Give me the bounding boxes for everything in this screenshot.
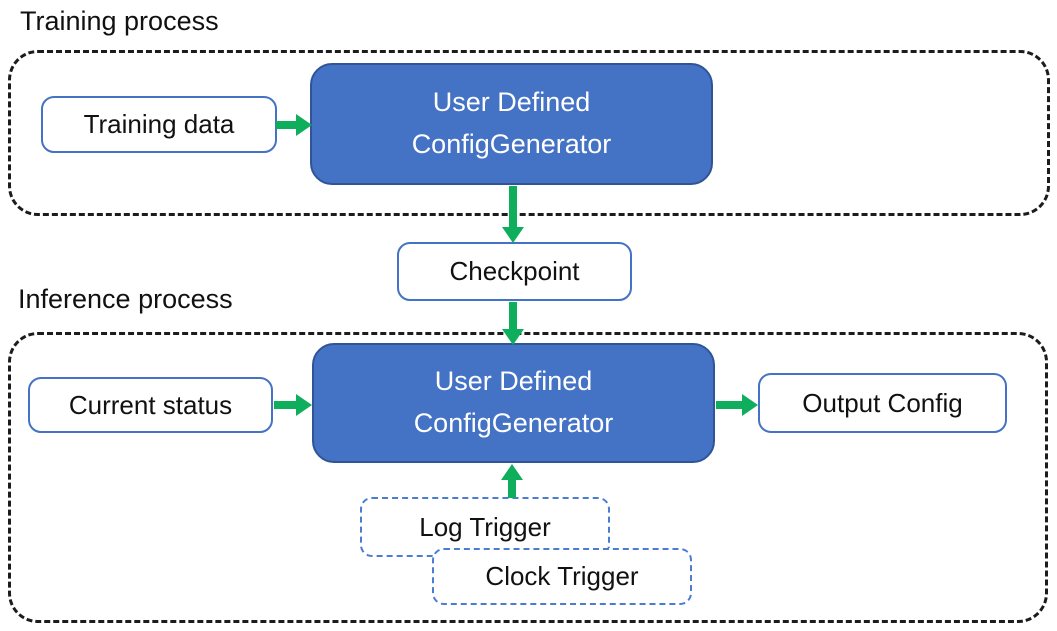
log-trigger-box: Log Trigger xyxy=(360,497,610,557)
training-generator-line1: User Defined xyxy=(432,87,591,118)
arrow-head-icon xyxy=(742,394,758,416)
arrow-head-icon xyxy=(502,329,524,345)
arrow-shaft xyxy=(716,401,743,409)
arrow-head-icon xyxy=(501,464,523,480)
arrow-head-icon xyxy=(296,394,312,416)
arrow-generator-to-checkpoint xyxy=(502,186,524,243)
arrow-head-icon xyxy=(296,114,312,136)
inference-generator-line2: ConfigGenerator xyxy=(413,408,614,438)
arrow-shaft xyxy=(274,401,297,409)
arrow-current-status-to-generator xyxy=(274,394,312,416)
arrow-head-icon xyxy=(502,227,524,243)
inference-process-label: Inference process xyxy=(18,284,233,314)
inference-process-container xyxy=(8,332,1048,623)
current-status-box: Current status xyxy=(28,377,273,433)
output-config-box: Output Config xyxy=(758,373,1007,433)
training-data-box: Training data xyxy=(41,96,277,153)
clock-trigger-box: Clock Trigger xyxy=(432,548,692,605)
arrow-training-data-to-generator xyxy=(276,114,312,136)
training-process-container xyxy=(8,50,1050,216)
inference-generator-line1: User Defined xyxy=(434,366,593,397)
checkpoint-box: Checkpoint xyxy=(397,242,632,301)
arrow-shaft xyxy=(508,479,516,498)
arrow-shaft xyxy=(509,186,517,228)
training-process-label: Training process xyxy=(20,6,219,36)
arrow-shaft xyxy=(509,302,517,330)
training-generator-line2: ConfigGenerator xyxy=(411,129,612,159)
arrow-generator-to-output-config xyxy=(716,394,758,416)
arrow-checkpoint-to-inference-generator xyxy=(502,302,524,345)
arrow-trigger-to-generator xyxy=(501,464,523,498)
training-generator-box: User Defined ConfigGenerator xyxy=(310,63,713,185)
inference-generator-box: User Defined ConfigGenerator xyxy=(312,343,715,463)
arrow-shaft xyxy=(276,121,297,129)
